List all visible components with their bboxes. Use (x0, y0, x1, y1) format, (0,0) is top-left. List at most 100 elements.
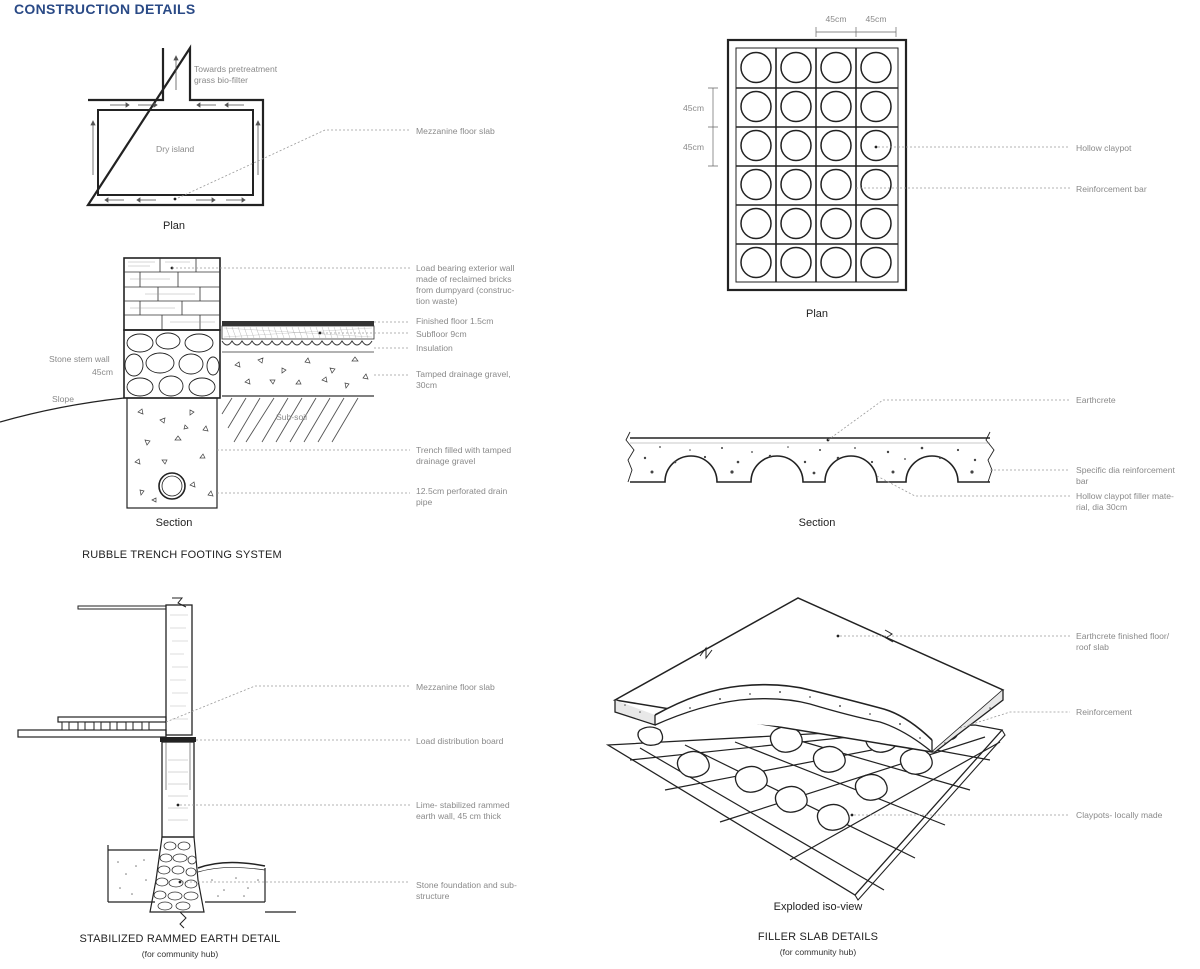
dry-island-label: Dry island (156, 144, 194, 154)
claypot-circle (820, 90, 852, 123)
callout-drain-pipe-1: 12.5cm perforated drain (416, 486, 507, 496)
claypot-circle (820, 129, 852, 162)
claypot-circle (740, 90, 772, 123)
filler-heading: FILLER SLAB DETAILS (758, 931, 878, 943)
callout-earthcrete-slab-2: roof slab (1076, 642, 1109, 652)
claypot-circle (820, 168, 852, 201)
claypot-circle (780, 168, 812, 201)
filler-iso-caption: Exploded iso-view (774, 901, 863, 913)
stone-stem-wall-dim: 45cm (92, 367, 113, 377)
callout-insulation: Insulation (416, 343, 453, 353)
rubble-heading: RUBBLE TRENCH FOOTING SYSTEM (82, 549, 282, 561)
pretreatment-note-line-1: Towards pretreatment (194, 64, 278, 74)
callout-hollow-claypot: Hollow claypot (1076, 143, 1132, 153)
claypot-circle (740, 129, 772, 162)
filler-plan-caption: Plan (806, 308, 828, 320)
dim-left-1: 45cm (683, 103, 704, 113)
page-title: CONSTRUCTION DETAILS (14, 1, 196, 17)
callout-reinforcement: Reinforcement (1076, 707, 1132, 717)
svg-text:Stone foundation and sub-struc: Stone foundation and sub-structure (416, 880, 517, 901)
stone-stem-wall-label: Stone stem wall (49, 354, 110, 364)
callout-specific-dia-bar-2: bar (1076, 476, 1089, 486)
svg-text:Hollow claypot filler mate-ria: Hollow claypot filler mate-rial, dia 30c… (1076, 491, 1174, 512)
rammed-heading: STABILIZED RAMMED EARTH DETAIL (80, 933, 281, 945)
filler-section-leaders (827, 399, 1070, 497)
rammed-earth-callouts: Mezzanine floor slab Load distribution b… (416, 682, 517, 901)
rubble-plan-drawing (85, 44, 265, 207)
claypot-circle (860, 129, 892, 162)
rammed-subheading: (for community hub) (142, 949, 219, 959)
filler-iso-leaders (840, 635, 1070, 816)
filler-section-caption: Section (799, 517, 836, 529)
callout-earthcrete: Earthcrete (1076, 395, 1116, 405)
filler-plan-leaders (856, 146, 1070, 189)
claypot-circle (780, 129, 812, 162)
callout-mezzanine-slab: Mezzanine floor slab (416, 682, 495, 692)
callout-earthcrete-slab-1: Earthcrete finished floor/ (1076, 631, 1170, 641)
svg-text:Earthcrete finished floor/roof: Earthcrete finished floor/roof slab (1076, 631, 1170, 652)
filler-subheading: (for community hub) (780, 947, 857, 957)
callout-trench-2: drainage gravel (416, 456, 475, 466)
claypot-circle (780, 51, 812, 84)
rubble-section-leaders (172, 267, 410, 494)
callout-subfloor: Subfloor 9cm (416, 329, 467, 339)
rubble-section-caption: Section (156, 517, 193, 529)
callout-stone-foundation-1: Stone foundation and sub- (416, 880, 517, 890)
callout-load-bearing-wall-3: from dumpyard (construc- (416, 285, 515, 295)
claypot-circle (740, 51, 772, 84)
dim-top-2: 45cm (865, 14, 886, 24)
rammed-earth-drawing (17, 597, 296, 929)
claypot-circle (860, 51, 892, 84)
callout-specific-dia-bar-1: Specific dia reinforcement (1076, 465, 1175, 475)
claypot-circle (820, 246, 852, 279)
callout-trench-1: Trench filled with tamped (416, 445, 511, 455)
svg-text:Tamped drainage gravel,30cm: Tamped drainage gravel,30cm (416, 369, 511, 390)
dim-left-2: 45cm (683, 142, 704, 152)
callout-claypots: Claypots- locally made (1076, 810, 1163, 820)
callout-claypot-filler-2: rial, dia 30cm (1076, 502, 1127, 512)
callout-stone-foundation-2: structure (416, 891, 450, 901)
claypot-circle (780, 207, 812, 240)
callout-mezzanine-plan: Mezzanine floor slab (416, 126, 495, 136)
callout-rammed-wall-2: earth wall, 45 cm thick (416, 811, 502, 821)
claypot-circle (860, 207, 892, 240)
claypot-circle (780, 90, 812, 123)
callout-tamped-gravel-2: 30cm (416, 380, 437, 390)
rubble-plan-caption: Plan (163, 220, 185, 232)
callout-load-distribution-board: Load distribution board (416, 736, 504, 746)
claypot-circle (780, 246, 812, 279)
callout-claypot-filler-1: Hollow claypot filler mate- (1076, 491, 1174, 501)
dim-top-1: 45cm (825, 14, 846, 24)
claypot-circle (860, 246, 892, 279)
rammed-earth-leaders (165, 685, 410, 883)
callout-reinforcement-bar: Reinforcement bar (1076, 184, 1147, 194)
filler-section-drawing (625, 431, 995, 483)
pretreatment-note-line-2: grass bio-filter (194, 75, 248, 85)
claypot-circle (860, 90, 892, 123)
subsoil-label: Sub-soil (276, 412, 307, 422)
slope-label: Slope (52, 394, 74, 404)
filler-plan-drawing (708, 27, 908, 292)
filler-iso-drawing (605, 597, 1006, 901)
callout-drain-pipe-2: pipe (416, 497, 432, 507)
callout-load-bearing-wall-4: tion waste) (416, 296, 458, 306)
callout-load-bearing-wall-2: made of reclaimed bricks (416, 274, 512, 284)
claypot-circle (740, 168, 772, 201)
claypot-circle (740, 207, 772, 240)
claypot-circle (740, 246, 772, 279)
leader-mezzanine-plan (177, 129, 410, 199)
claypot-circle (860, 168, 892, 201)
rubble-section-drawing (0, 257, 375, 509)
claypot-circle (820, 207, 852, 240)
callout-tamped-gravel-1: Tamped drainage gravel, (416, 369, 511, 379)
callout-rammed-wall-1: Lime- stabilized rammed (416, 800, 510, 810)
claypot-circle (820, 51, 852, 84)
callout-finished-floor: Finished floor 1.5cm (416, 316, 493, 326)
